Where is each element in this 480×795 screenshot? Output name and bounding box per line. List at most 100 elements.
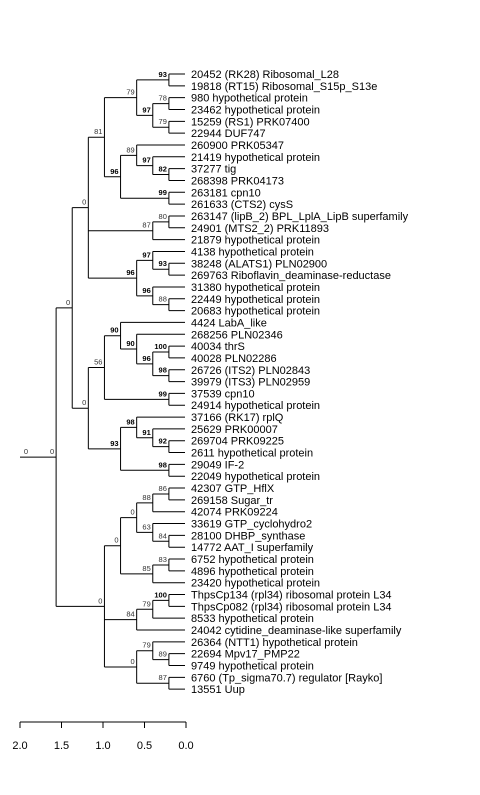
support-value: 96 xyxy=(142,354,150,363)
leaf-label: 268256 PLN02346 xyxy=(191,329,283,341)
support-value: 98 xyxy=(159,366,167,375)
leaf-label: 13551 Uup xyxy=(191,684,245,696)
leaf-label: 23462 hypothetical protein xyxy=(191,104,320,116)
support-value: 99 xyxy=(159,389,167,398)
leaf-label: 269158 Sugar_tr xyxy=(191,495,273,507)
support-value: 0 xyxy=(24,447,28,456)
leaf-label: 24042 cytidine_deaminase-like superfamil… xyxy=(191,625,402,637)
leaf-label: 24901 (MTS2_2) PRK11893 xyxy=(191,223,329,235)
support-value: 97 xyxy=(142,105,150,114)
support-value: 97 xyxy=(142,156,150,165)
support-value: 79 xyxy=(142,599,150,608)
leaf-label: 22694 Mpv17_PMP22 xyxy=(191,649,300,661)
support-value: 81 xyxy=(94,127,102,136)
leaf-label: 2611 hypothetical protein xyxy=(191,448,313,460)
leaf-label: 14772 AAT_I superfamily xyxy=(191,542,314,554)
support-value: 0 xyxy=(82,398,86,407)
leaf-label: 9749 hypothetical protein xyxy=(191,661,314,673)
leaf-label: 4896 hypothetical protein xyxy=(191,566,314,578)
leaf-label: 15259 (RS1) PRK07400 xyxy=(191,116,310,128)
leaf-label: ThpsCp134 (rpl34) ribosomal protein L34 xyxy=(191,590,392,602)
support-value: 84 xyxy=(159,531,167,540)
support-value: 0 xyxy=(98,596,102,605)
leaf-label: 26364 (NTT1) hypothetical protein xyxy=(191,637,358,649)
leaf-label: 21419 hypothetical protein xyxy=(191,152,320,164)
support-value: 82 xyxy=(159,165,167,174)
leaf-label: 42074 PRK09224 xyxy=(191,507,278,519)
support-value: 79 xyxy=(142,641,150,650)
support-value: 99 xyxy=(159,188,167,197)
support-value: 87 xyxy=(159,673,167,682)
scale-tick-label: 0.5 xyxy=(137,740,152,752)
leaf-label: 22449 hypothetical protein xyxy=(191,294,320,306)
support-values: 9378799779829789999681808793978896960100… xyxy=(24,70,167,682)
support-value: 89 xyxy=(159,650,167,659)
leaf-label: ThpsCp082 (rpl34) ribosomal protein L34 xyxy=(191,601,392,613)
support-value: 0 xyxy=(130,508,134,517)
leaf-label: 22049 hypothetical protein xyxy=(191,471,320,483)
support-value: 100 xyxy=(154,590,167,599)
support-value: 0 xyxy=(82,198,86,207)
support-value: 93 xyxy=(159,70,167,79)
support-value: 79 xyxy=(126,88,134,97)
support-value: 93 xyxy=(159,259,167,268)
tree-branches xyxy=(20,73,185,690)
support-value: 96 xyxy=(126,268,134,277)
scale-tick-label: 1.0 xyxy=(95,740,110,752)
support-value: 86 xyxy=(159,484,167,493)
scale-tick-label: 1.5 xyxy=(54,740,69,752)
support-value: 0 xyxy=(114,536,118,545)
support-value: 90 xyxy=(110,326,118,335)
support-value: 0 xyxy=(50,447,54,456)
scale-tick-label: 0.0 xyxy=(178,740,193,752)
leaf-label: 40028 PLN02286 xyxy=(191,353,277,365)
leaf-label: 22944 DUF747 xyxy=(191,128,266,140)
leaf-label: 26726 (ITS2) PLN02843 xyxy=(191,365,310,377)
support-value: 93 xyxy=(110,439,118,448)
support-value: 100 xyxy=(154,342,167,351)
leaf-label: 4138 hypothetical protein xyxy=(191,246,314,258)
leaf-label: 6752 hypothetical protein xyxy=(191,554,314,566)
leaf-label: 261633 (CTS2) cysS xyxy=(191,199,293,211)
leaf-label: 4424 LabA_like xyxy=(191,317,267,329)
leaf-label: 31380 hypothetical protein xyxy=(191,282,320,294)
leaf-label: 980 hypothetical protein xyxy=(191,93,308,105)
support-value: 80 xyxy=(159,212,167,221)
leaf-label: 268398 PRK04173 xyxy=(191,175,284,187)
leaf-label: 37166 (RK17) rplQ xyxy=(191,412,284,424)
leaf-label: 8533 hypothetical protein xyxy=(191,613,314,625)
leaf-label: 263181 cpn10 xyxy=(191,187,261,199)
support-value: 88 xyxy=(159,295,167,304)
support-value: 88 xyxy=(142,493,150,502)
leaf-label: 269763 Riboflavin_deaminase-reductase xyxy=(191,270,391,282)
support-value: 0 xyxy=(66,298,70,307)
leaf-label: 39979 (ITS3) PLN02959 xyxy=(191,377,310,389)
leaf-label: 33619 GTP_cyclohydro2 xyxy=(191,519,312,531)
support-value: 98 xyxy=(159,460,167,469)
support-value: 63 xyxy=(142,522,150,531)
leaf-label: 20452 (RK28) Ribosomal_L28 xyxy=(191,69,339,81)
support-value: 90 xyxy=(126,339,134,348)
leaf-label: 29049 IF-2 xyxy=(191,459,244,471)
leaf-label: 6760 (Tp_sigma70.7) regulator [Rayko] xyxy=(191,672,382,684)
support-value: 98 xyxy=(126,417,134,426)
leaf-label: 25629 PRK00007 xyxy=(191,424,278,436)
support-value: 84 xyxy=(126,610,134,619)
leaf-label: 20683 hypothetical protein xyxy=(191,306,320,318)
leaf-label: 37277 tig xyxy=(191,164,236,176)
support-value: 79 xyxy=(159,117,167,126)
leaf-label: 24914 hypothetical protein xyxy=(191,400,320,412)
support-value: 92 xyxy=(159,437,167,446)
support-value: 91 xyxy=(142,428,150,437)
support-value: 85 xyxy=(142,564,150,573)
support-value: 78 xyxy=(159,94,167,103)
support-value: 87 xyxy=(142,221,150,230)
leaf-label: 37539 cpn10 xyxy=(191,388,255,400)
support-value: 0 xyxy=(130,657,134,666)
leaf-label: 38248 (ALATS1) PLN02900 xyxy=(191,258,327,270)
support-value: 97 xyxy=(142,250,150,259)
leaf-label: 21879 hypothetical protein xyxy=(191,235,320,247)
